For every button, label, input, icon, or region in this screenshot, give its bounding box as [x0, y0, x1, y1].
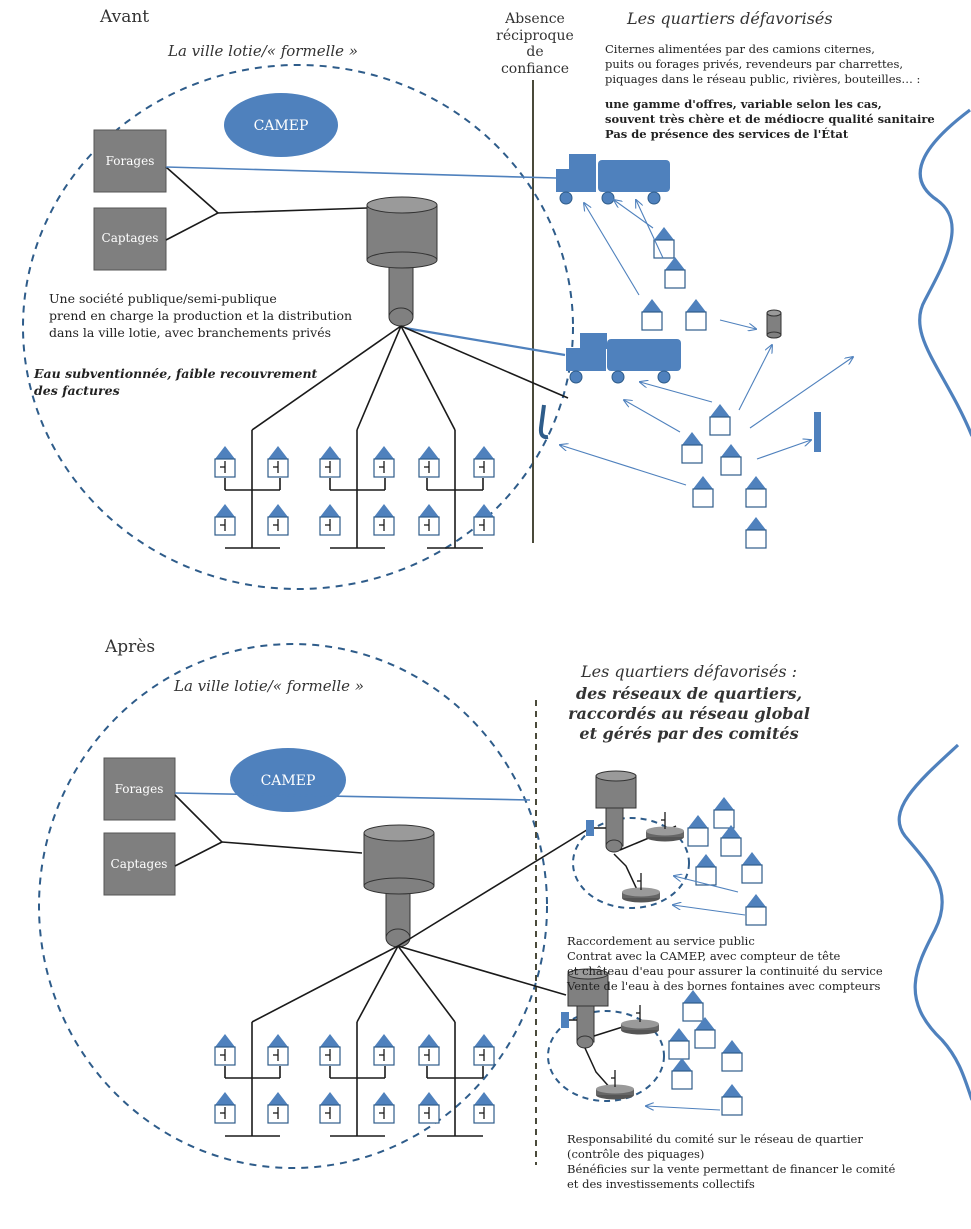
supply-arrows-apres	[646, 876, 746, 1111]
captages-label-avant: Captages	[102, 231, 159, 245]
societe-text: Une société publique/semi-publique prend…	[49, 291, 353, 340]
responsabilite-text: Responsabilité du comité sur le réseau d…	[567, 1132, 896, 1191]
apres-section: Forages Captages CAMEP	[38, 643, 971, 1169]
eau-text: Eau subventionnée, faible recouvrement d…	[34, 366, 318, 398]
distribution-network-avant	[224, 325, 569, 549]
head-meter-1	[586, 820, 594, 836]
illegal-tap-avant	[538, 404, 549, 440]
cistern-small	[766, 309, 782, 339]
avant-section: Forages Captages CAMEP	[22, 64, 971, 590]
water-tower-small-1	[595, 770, 637, 853]
forages-label-avant: Forages	[106, 154, 155, 168]
absence-label: Absence réciproque de confiance	[496, 11, 574, 77]
neighbourhood-network-1	[572, 770, 690, 909]
camep-label-apres: CAMEP	[261, 773, 316, 789]
section-label-avant: Avant	[100, 7, 150, 27]
ville-title-apres: La ville lotie/« formelle »	[174, 677, 364, 695]
quartiers-subtitle-apres: des réseaux de quartiers, raccordés au r…	[568, 684, 810, 743]
ville-boundary-avant	[22, 64, 574, 590]
river-apres	[897, 743, 971, 1101]
captages-label-apres: Captages	[111, 857, 168, 871]
camep-label-avant: CAMEP	[254, 118, 309, 134]
camep-ellipse-avant	[224, 93, 338, 157]
head-meter-2	[561, 1012, 569, 1028]
section-label-apres: Après	[105, 637, 156, 657]
bottle-shop	[814, 412, 821, 452]
forages-box-avant	[93, 129, 167, 193]
quartiers-desc-avant: Citernes alimentées par des camions cite…	[605, 42, 921, 86]
neighbourhood-network-2	[547, 968, 665, 1102]
river-avant	[918, 108, 971, 437]
water-tower-apres	[363, 824, 435, 948]
quartiers-title-avant: Les quartiers défavorisés	[627, 9, 833, 28]
water-tower-small-2	[567, 968, 609, 1049]
quartiers-title-apres: Les quartiers défavorisés :	[580, 662, 798, 681]
forages-label-apres: Forages	[115, 782, 164, 796]
ville-boundary-apres	[38, 643, 548, 1169]
ville-title-avant: La ville lotie/« formelle »	[168, 42, 358, 60]
supply-arrows-avant	[560, 200, 853, 486]
captages-box-apres	[103, 832, 176, 896]
raccordement-text: Raccordement au service public Contrat a…	[567, 934, 883, 993]
captages-box-avant	[93, 207, 167, 271]
truck-2	[566, 333, 681, 384]
distribution-network-apres	[224, 827, 591, 1137]
forages-box-apres	[103, 757, 176, 821]
quartiers-bold-avant: une gamme d'offres, variable selon les c…	[605, 97, 935, 141]
water-tower-avant	[366, 196, 438, 327]
truck-1	[556, 154, 670, 205]
